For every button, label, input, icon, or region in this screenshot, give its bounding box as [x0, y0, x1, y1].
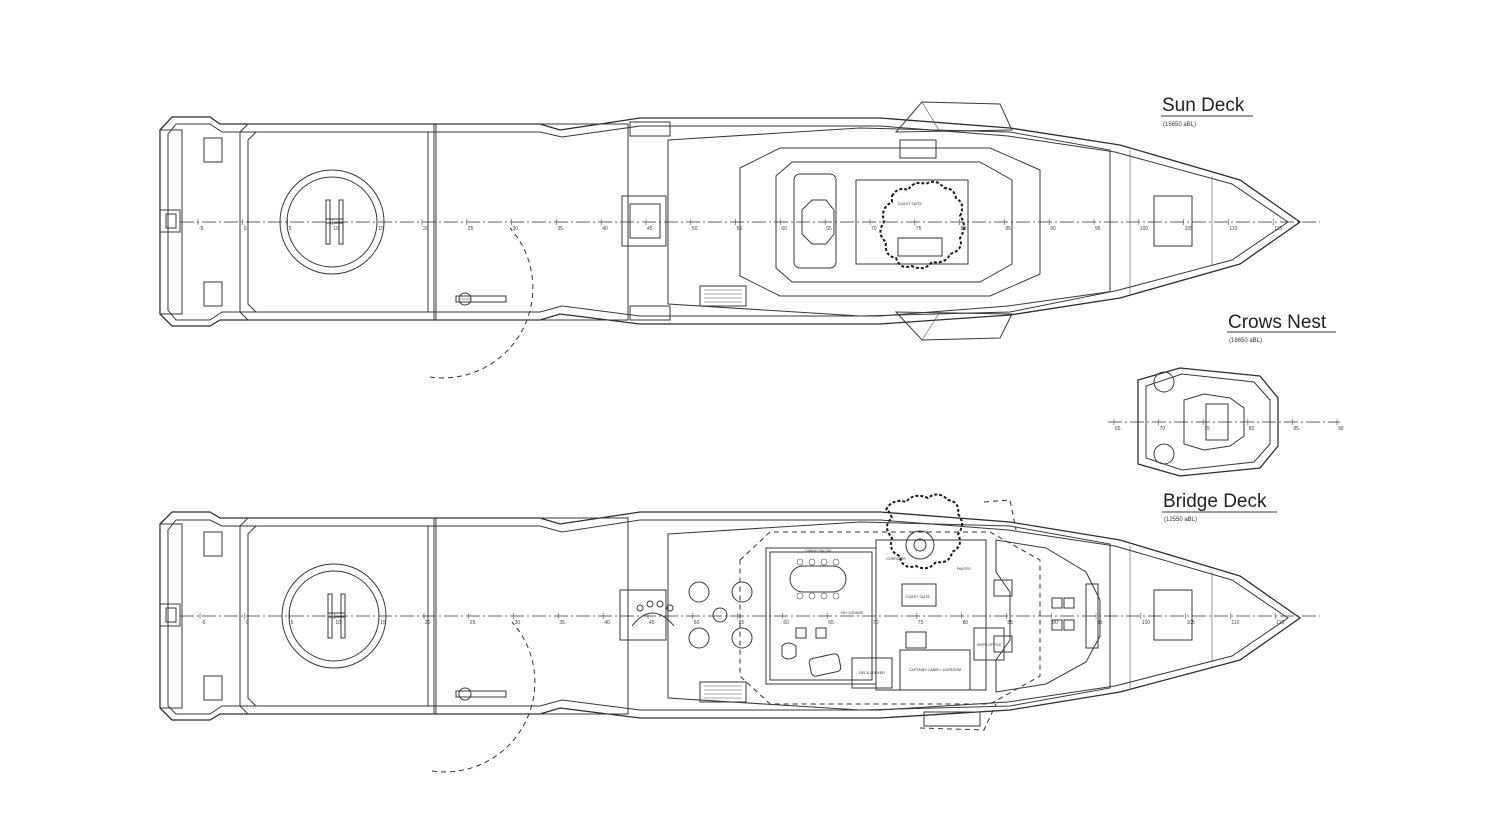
frame-tick-label: 30 — [513, 226, 519, 232]
frame-tick-label: 90 — [1338, 426, 1344, 432]
frame-tick-label: 5 — [289, 226, 292, 232]
frame-tick-label: 115 — [1274, 226, 1282, 232]
frame-tick-label: 90 — [1052, 620, 1058, 626]
sun-deck-plan: GUEST SUITE -5 0 5 10 15 20 25 30 35 40 45 50 55 60 65… — [159, 95, 1320, 379]
frame-tick-label: 55 — [737, 226, 743, 232]
frame-tick-label: 110 — [1231, 620, 1239, 626]
frame-tick-label: 85 — [1293, 426, 1299, 432]
frame-tick-label: 60 — [781, 226, 787, 232]
sun-wing-port — [894, 101, 1013, 133]
bridge-room-label-deck-locker: DECK LOCKER — [859, 671, 885, 675]
frame-tick-label: 70 — [1160, 426, 1166, 432]
sun-room-label-guest-suite: GUEST SUITE — [898, 202, 922, 206]
frame-tick-label: 100 — [1140, 226, 1149, 232]
frame-tick-label: 20 — [425, 620, 431, 626]
frame-tick-label: 20 — [423, 226, 429, 232]
crows-nest-pod-stbd — [1153, 443, 1175, 465]
frame-tick-label: 25 — [470, 620, 476, 626]
bridge-wheelhouse — [995, 539, 1101, 693]
frame-tick-label: 95 — [1095, 226, 1101, 232]
sun-superstructure — [667, 127, 1111, 317]
frame-tick-label: 65 — [828, 620, 834, 626]
frame-tick-label: 50 — [694, 620, 700, 626]
sun-revision-cloud — [879, 180, 965, 270]
frame-tick-label: 105 — [1185, 226, 1194, 232]
bridge-room-label-captains-cabin: CAPTAINS CABIN + DAYROOM — [909, 668, 961, 672]
frame-tick-label: 15 — [378, 226, 384, 232]
frame-tick-label: 55 — [739, 620, 745, 626]
bridge-deck-title: Bridge Deck — [1163, 491, 1267, 512]
bridge-room-label-sky-lounge: SKY LOUNGE — [840, 611, 864, 615]
frame-tick-label: 40 — [602, 226, 608, 232]
bridge-crane-swing-arc — [431, 621, 536, 773]
bridge-room-label-ships-office: SHIPS OFFICE — [977, 643, 1003, 647]
crows-nest-elevation: (18650 aBL) — [1229, 338, 1262, 344]
frame-tick-label: 80 — [961, 226, 967, 232]
frame-tick-label: 15 — [380, 620, 386, 626]
frame-tick-label: 110 — [1229, 226, 1237, 232]
frame-tick-label: 100 — [1142, 620, 1151, 626]
frame-tick-label: 60 — [783, 620, 789, 626]
frame-tick-label: 10 — [333, 226, 339, 232]
bridge-helideck — [239, 517, 435, 715]
frame-tick-label: 0 — [246, 620, 249, 626]
sun-crane-swing-arc — [429, 227, 534, 379]
sun-crane-icon — [455, 292, 507, 306]
frame-tick-label: 80 — [963, 620, 969, 626]
crows-nest-tick-labels: 65 70 75 80 85 90 — [1113, 419, 1344, 432]
bridge-crane-icon — [455, 687, 507, 701]
bridge-deck-plan: DINING SALON SKY LOUNGE DECK LOCKER CORR… — [159, 491, 1320, 773]
frame-tick-label: 90 — [1050, 226, 1056, 232]
frame-tick-label: 75 — [1204, 426, 1210, 432]
frame-tick-label: 85 — [1007, 620, 1013, 626]
sun-deck-hull-outline — [159, 116, 1302, 327]
bridge-deck-elevation: (12550 aBL) — [1164, 517, 1197, 523]
frame-tick-label: 45 — [649, 620, 655, 626]
sun-frame-tick-labels: -5 0 5 10 15 20 25 30 35 40 45 50 55 60 65 70 75 80 85 90 95… — [197, 219, 1282, 232]
bridge-dining-table — [789, 558, 847, 600]
frame-tick-label: 35 — [557, 226, 563, 232]
frame-tick-label: -5 — [199, 226, 204, 232]
bridge-room-label-pantry: PANTRY — [957, 567, 972, 571]
bridge-room-label-corridor: CORRIDOR — [886, 557, 906, 561]
frame-tick-label: 65 — [1115, 426, 1121, 432]
crows-nest-title: Crows Nest — [1228, 312, 1327, 333]
frame-tick-label: 5 — [291, 620, 294, 626]
bridge-room-label-dining-salon: DINING SALON — [805, 549, 831, 553]
frame-tick-label: 40 — [604, 620, 610, 626]
bridge-aft-lounge-tables — [688, 581, 753, 649]
frame-tick-label: 25 — [468, 226, 474, 232]
frame-tick-label: 75 — [916, 226, 922, 232]
frame-tick-label: 45 — [647, 226, 653, 232]
frame-tick-label: 85 — [1005, 226, 1011, 232]
frame-tick-label: 35 — [559, 620, 565, 626]
sun-wing-stbd — [894, 311, 1013, 341]
frame-tick-label: 0 — [244, 226, 247, 232]
frame-tick-label: 30 — [515, 620, 521, 626]
frame-tick-label: 95 — [1097, 620, 1103, 626]
frame-tick-label: 105 — [1187, 620, 1196, 626]
sun-deck-title: Sun Deck — [1162, 95, 1245, 116]
bridge-frame-tick-labels: -5 0 5 10 15 20 25 30 35 40 45 50 55 60 65 70 75 80 85 90 95… — [199, 613, 1284, 626]
sun-deck-elevation: (15650 aBL) — [1163, 122, 1196, 128]
frame-tick-label: -5 — [201, 620, 206, 626]
crows-nest-pod-port — [1153, 371, 1175, 393]
frame-tick-label: 70 — [873, 620, 879, 626]
bridge-room-label-guest-suite: GUEST SUITE — [906, 595, 930, 599]
bridge-revision-cloud — [885, 493, 963, 570]
frame-tick-label: 65 — [826, 226, 832, 232]
frame-tick-label: 10 — [335, 620, 341, 626]
frame-tick-label: 50 — [692, 226, 698, 232]
crows-nest-plan: 65 70 75 80 85 90 Crows Nest (18650 aBL) — [1108, 312, 1344, 477]
frame-tick-label: 75 — [918, 620, 924, 626]
frame-tick-label: 115 — [1276, 620, 1284, 626]
frame-tick-label: 80 — [1249, 426, 1255, 432]
frame-tick-label: 70 — [871, 226, 877, 232]
sun-helideck — [239, 123, 435, 321]
